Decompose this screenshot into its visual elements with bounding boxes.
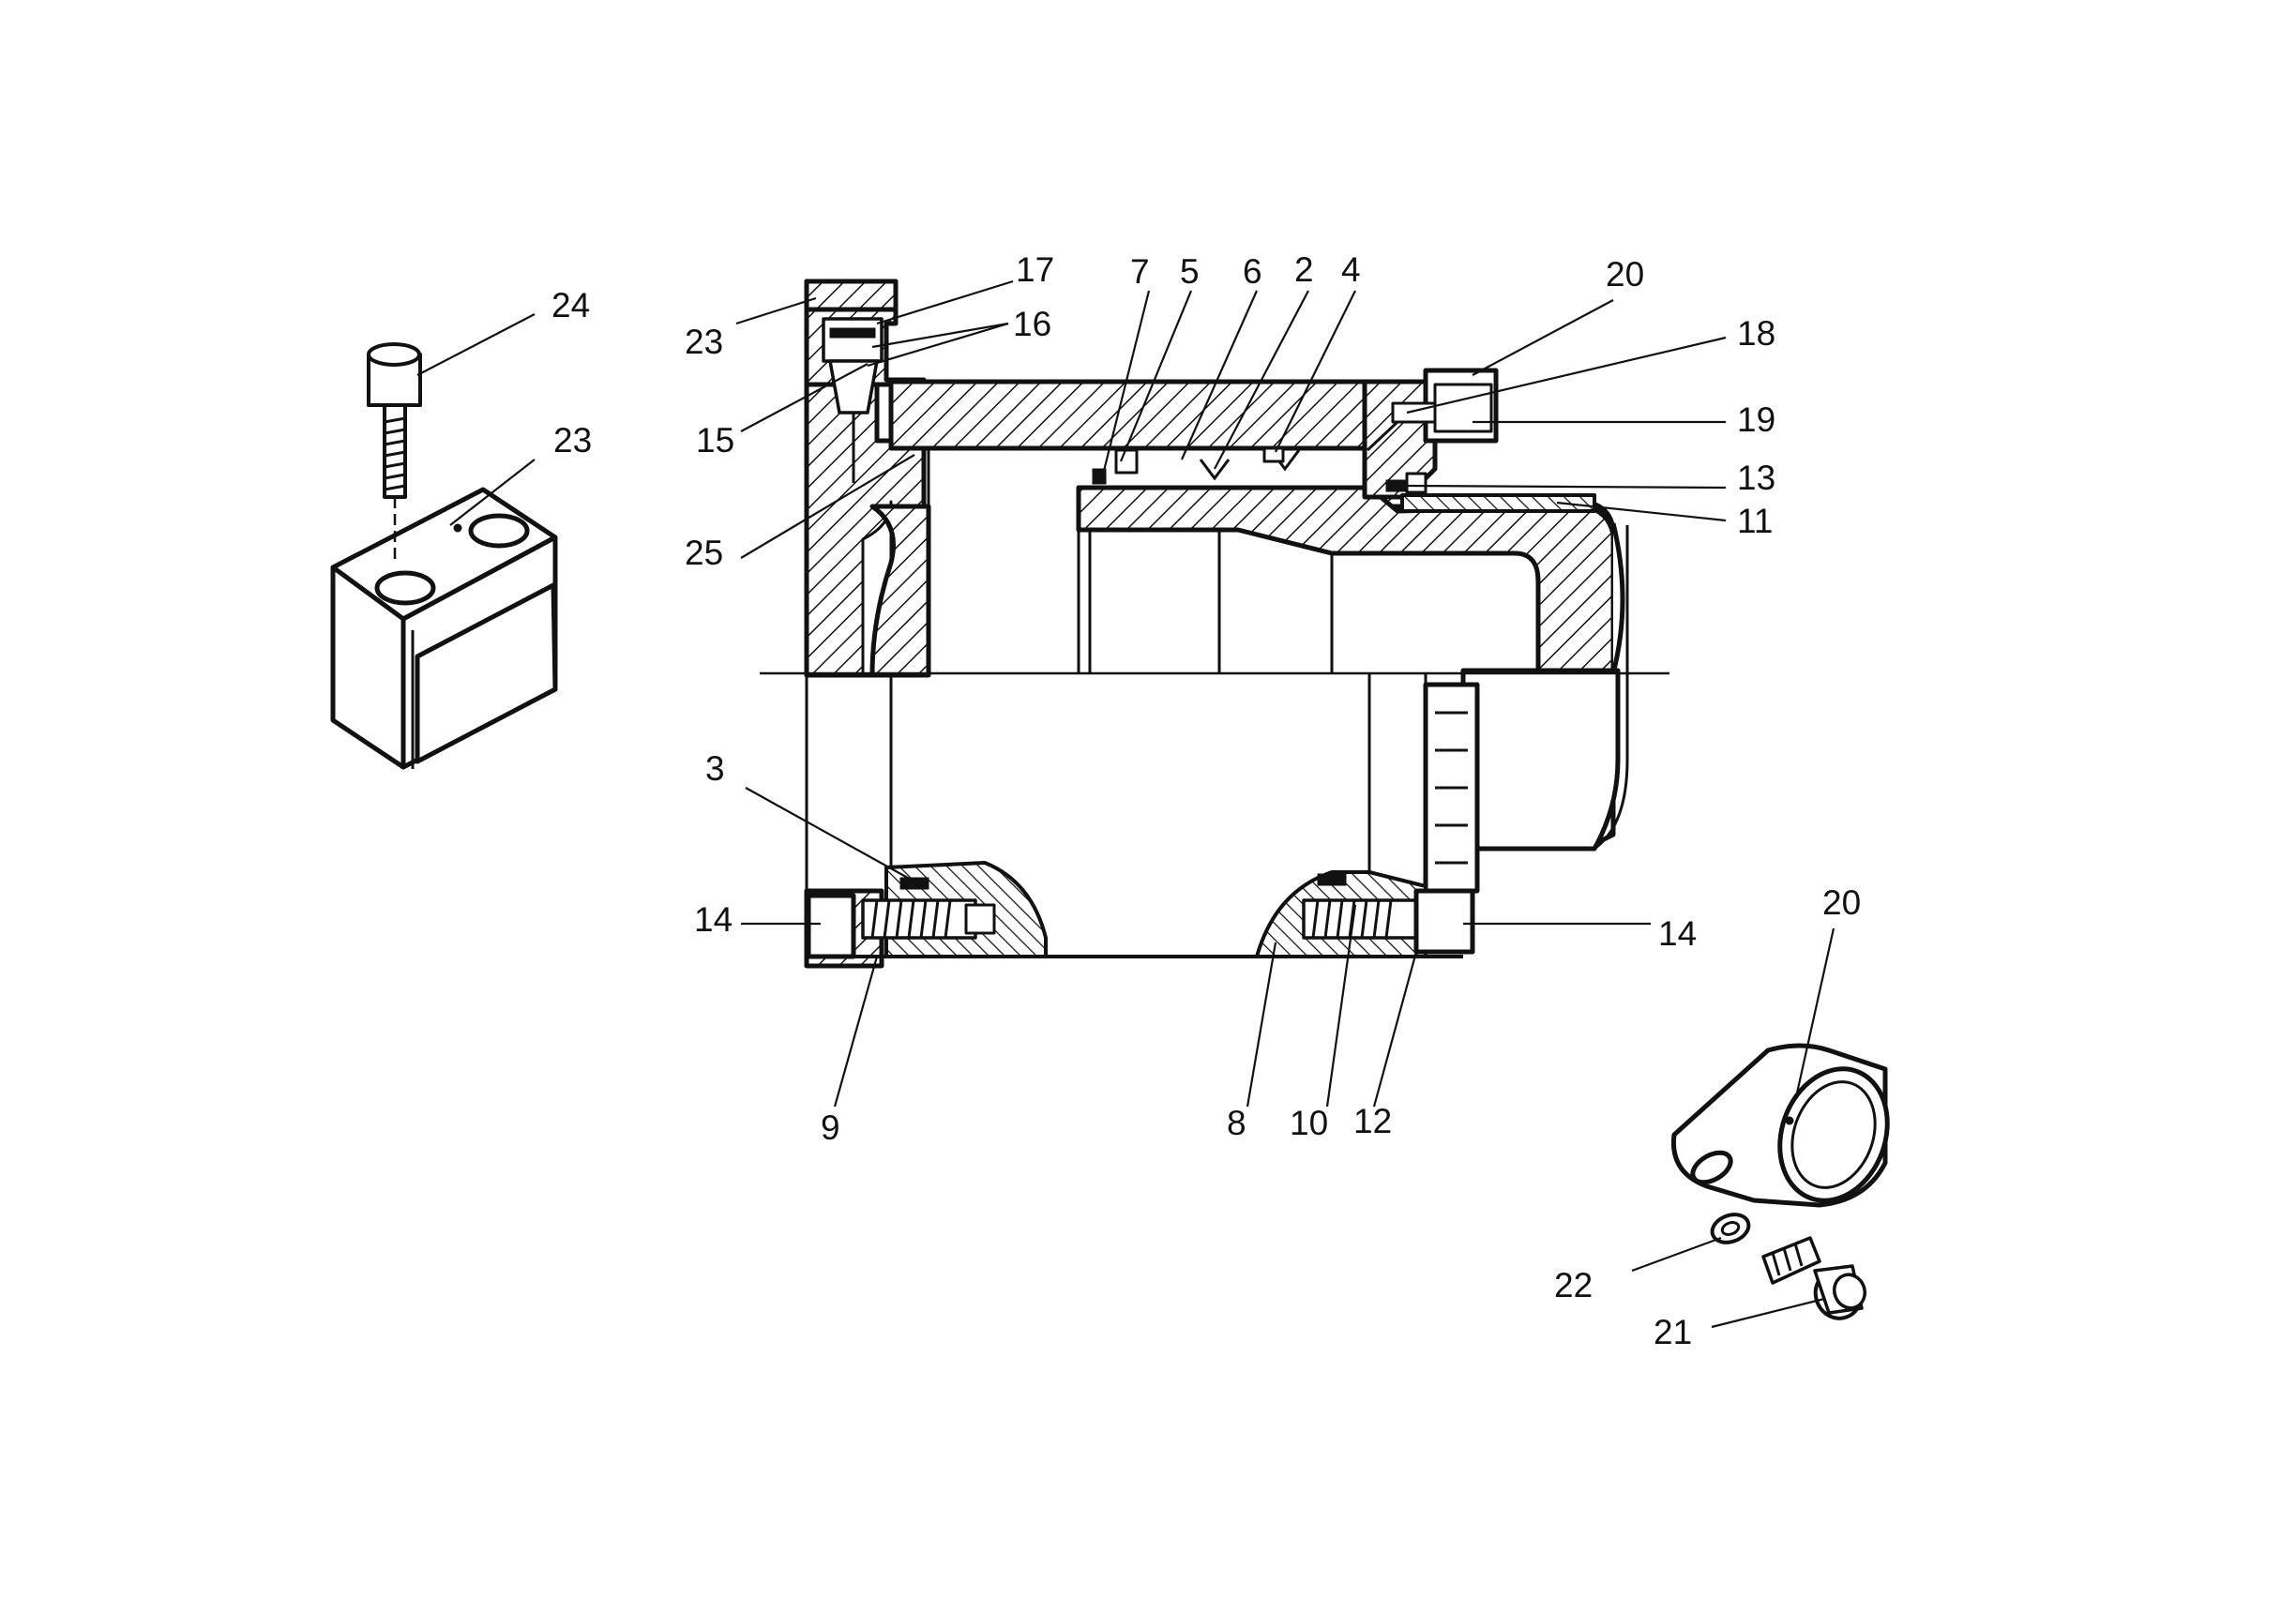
callout-15: 15 <box>696 421 734 460</box>
washer-part-22 <box>1710 1213 1751 1244</box>
callout-18: 18 <box>1737 314 1775 353</box>
callout-23-block: 23 <box>553 421 592 460</box>
clamp-block-part-23 <box>330 487 558 770</box>
callout-6: 6 <box>1243 252 1262 291</box>
callout-25: 25 <box>685 534 723 572</box>
callout-7: 7 <box>1130 252 1150 291</box>
cap-screw-part-24 <box>367 342 422 563</box>
callout-11: 11 <box>1737 502 1773 540</box>
callout-16: 16 <box>1013 305 1051 343</box>
callout-14-left: 14 <box>694 900 733 939</box>
callout-14-right: 14 <box>1658 914 1697 953</box>
callout-23-top: 23 <box>685 323 723 361</box>
callout-8: 8 <box>1227 1104 1246 1142</box>
callout-22: 22 <box>1554 1266 1593 1304</box>
callout-10: 10 <box>1290 1104 1328 1142</box>
callout-3: 3 <box>705 749 725 788</box>
callout-labels: 24 23 23 17 16 15 25 7 5 6 2 4 20 18 19 … <box>551 250 1861 1351</box>
callout-12: 12 <box>1353 1102 1392 1140</box>
callout-4: 4 <box>1341 250 1361 289</box>
callout-13: 13 <box>1737 459 1775 497</box>
callout-19: 19 <box>1737 400 1775 439</box>
callout-2: 2 <box>1294 250 1314 289</box>
callout-21: 21 <box>1654 1313 1692 1351</box>
callout-24: 24 <box>551 286 590 324</box>
screw-part-21 <box>1761 1236 1866 1320</box>
callout-9: 9 <box>821 1108 840 1147</box>
elbow-fitting-part-20 <box>1670 1043 1890 1208</box>
callout-5: 5 <box>1180 252 1200 291</box>
callout-20-part: 20 <box>1822 883 1861 922</box>
callout-20-top: 20 <box>1606 255 1644 294</box>
leader-lines <box>416 279 1835 1329</box>
callout-17: 17 <box>1016 250 1054 289</box>
